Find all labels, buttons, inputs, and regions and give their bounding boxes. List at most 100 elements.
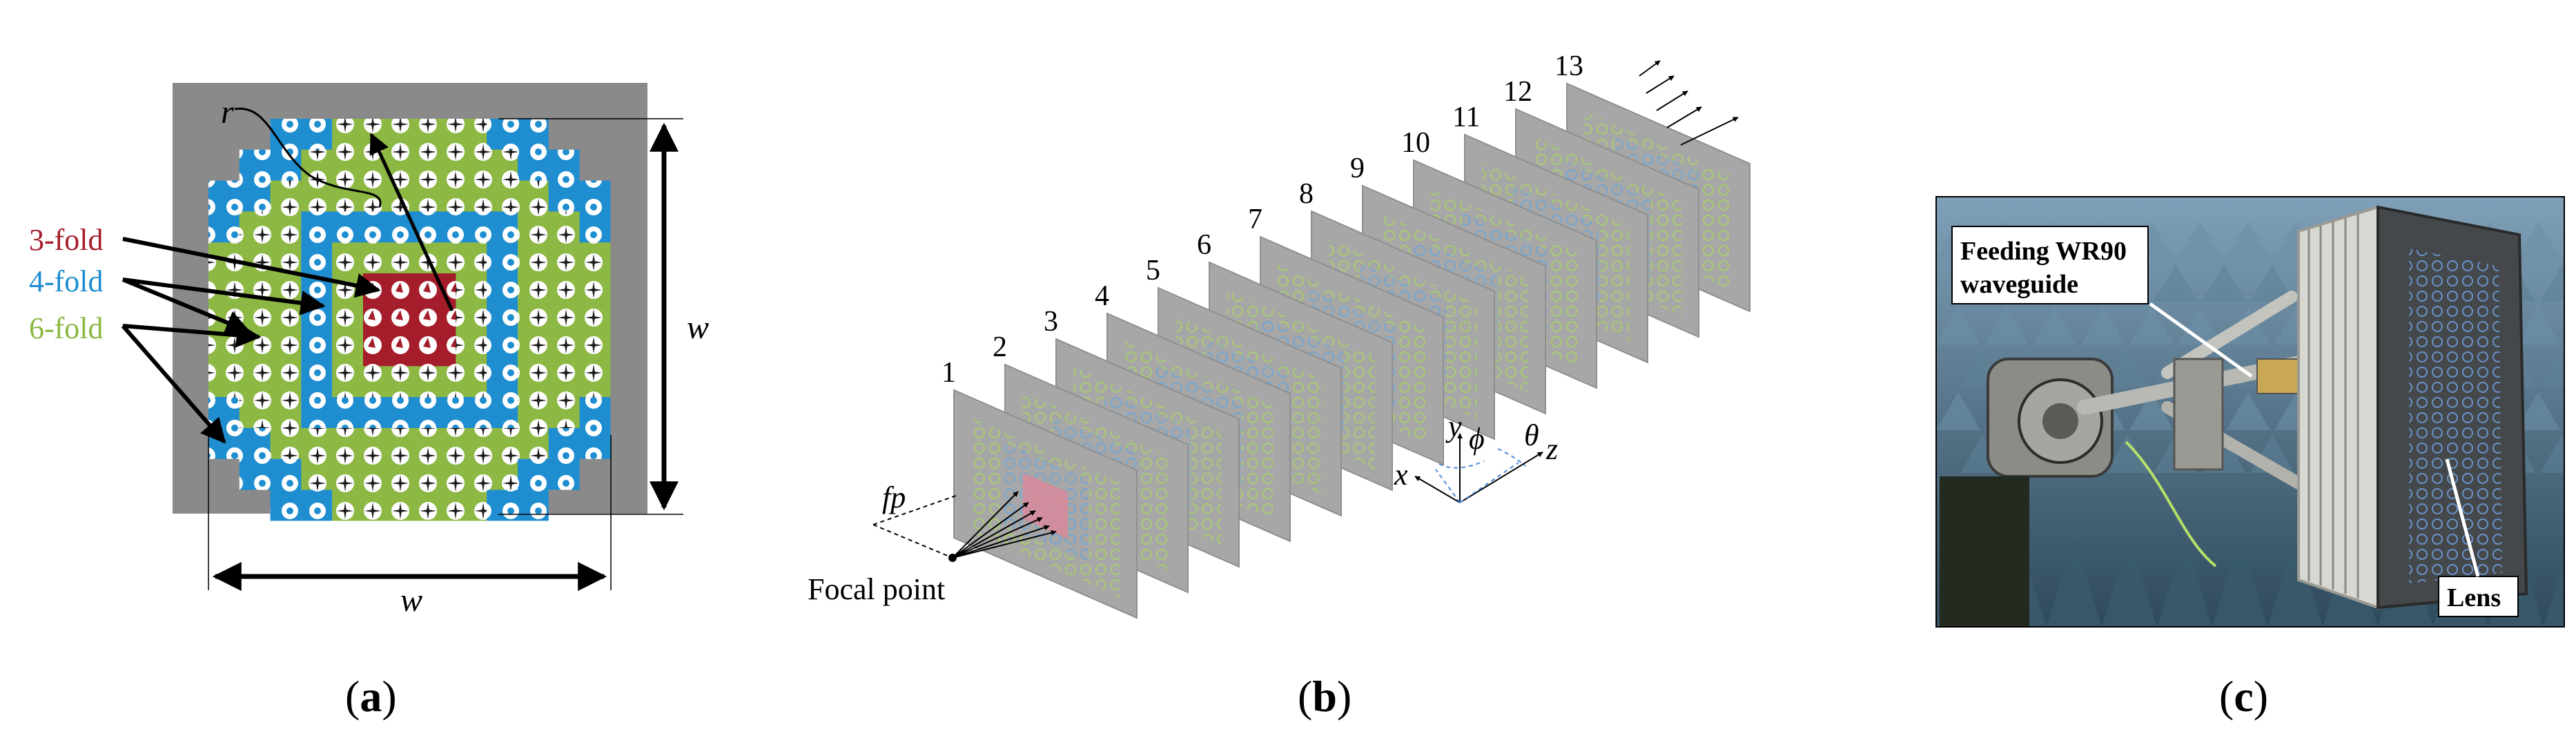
absorber-cone bbox=[2226, 221, 2270, 259]
panel-c: Feeding WR90 waveguide Lens (c) bbox=[1935, 196, 2576, 721]
lens-cell bbox=[332, 242, 363, 273]
layer-number: 1 bbox=[941, 357, 956, 389]
absorber-cone bbox=[2564, 392, 2576, 430]
absorber-cone bbox=[2105, 435, 2149, 473]
lens-cell bbox=[456, 273, 487, 304]
label-fp: fp bbox=[882, 480, 906, 514]
legend-4-fold: 4-fold bbox=[29, 264, 104, 298]
lens-cell bbox=[363, 397, 394, 428]
lens-cell bbox=[518, 428, 549, 459]
lens-cell bbox=[548, 366, 580, 398]
lens-cell bbox=[363, 211, 394, 243]
r-arrow bbox=[369, 133, 454, 312]
label-w-right: w bbox=[687, 309, 709, 346]
lens-cell bbox=[208, 366, 240, 398]
lens-cell bbox=[456, 304, 487, 336]
absorber-cone bbox=[2154, 264, 2198, 302]
arrow-4-fold-b bbox=[121, 278, 251, 335]
wr90-waveguide bbox=[2256, 358, 2299, 394]
lens-cell bbox=[393, 397, 425, 428]
lens-cell bbox=[208, 273, 240, 304]
lens-cell bbox=[518, 149, 549, 181]
absorber-cone bbox=[1936, 392, 1980, 430]
lens-cell bbox=[425, 335, 456, 367]
lens-cell bbox=[487, 304, 518, 336]
lens-cell bbox=[239, 366, 271, 398]
absorber-cone bbox=[2540, 435, 2564, 473]
lens-cell bbox=[332, 366, 363, 398]
lens-cell bbox=[270, 397, 302, 428]
label-focal-point: Focal point bbox=[808, 572, 945, 606]
lens-cell bbox=[579, 304, 611, 336]
lens-cell bbox=[393, 489, 425, 521]
lens-cell bbox=[425, 489, 456, 521]
lens-cell bbox=[270, 335, 302, 367]
lens-cell bbox=[487, 273, 518, 304]
layer-number: 13 bbox=[1554, 50, 1583, 82]
layer-number: 8 bbox=[1299, 178, 1314, 210]
axis-z-label: z bbox=[1545, 432, 1558, 466]
lens-cell bbox=[301, 149, 333, 181]
lens-cell bbox=[393, 366, 425, 398]
lens-cell bbox=[548, 304, 580, 336]
lens-cell bbox=[393, 428, 425, 459]
absorber-cone bbox=[2129, 392, 2174, 430]
lens-cell bbox=[332, 489, 363, 521]
lens-cell bbox=[425, 242, 456, 273]
lens-cell bbox=[456, 211, 487, 243]
lens-cell bbox=[425, 180, 456, 212]
lens-cell bbox=[548, 458, 580, 490]
lens-cell bbox=[332, 304, 363, 336]
layer-number: 5 bbox=[1146, 255, 1160, 287]
caption-a: (a) bbox=[345, 672, 397, 721]
absorber-cone bbox=[2516, 221, 2560, 259]
focal-rays bbox=[872, 491, 1057, 562]
axis-phi-label: ϕ bbox=[1469, 422, 1485, 456]
lens-cell bbox=[456, 428, 487, 459]
lens-cell bbox=[487, 366, 518, 398]
lens-cell bbox=[548, 211, 580, 243]
lens-cell bbox=[270, 180, 302, 212]
panel-a: r w w 3-fold 4-fold 6-fold (a) bbox=[29, 83, 709, 721]
layer-number: 10 bbox=[1401, 127, 1430, 159]
layer-number: 6 bbox=[1197, 229, 1211, 261]
lens-cell bbox=[425, 149, 456, 181]
lens-cell bbox=[301, 211, 333, 243]
lens-cell bbox=[456, 489, 487, 521]
lens-cell bbox=[579, 211, 611, 243]
layer-number: 3 bbox=[1044, 306, 1058, 338]
axis-theta-label: θ bbox=[1524, 418, 1539, 452]
lens-cell bbox=[270, 211, 302, 243]
absorber-cone bbox=[2178, 307, 2222, 344]
lens-cell bbox=[456, 180, 487, 212]
lens-cell bbox=[548, 273, 580, 304]
lens-cell bbox=[518, 119, 549, 150]
lens-cell bbox=[332, 397, 363, 428]
absorber-cone bbox=[2250, 264, 2294, 302]
lens-cell bbox=[518, 304, 549, 336]
lens-cell bbox=[548, 397, 580, 428]
lens-cell bbox=[425, 458, 456, 490]
callout-lens-box bbox=[2438, 576, 2519, 617]
lens-cell bbox=[487, 211, 518, 243]
lens-cell bbox=[239, 397, 271, 428]
absorber-cone bbox=[2516, 307, 2560, 344]
lens-cell bbox=[270, 149, 302, 181]
caption-c: (c) bbox=[2219, 672, 2268, 721]
lens-cell bbox=[332, 149, 363, 181]
lens-cell bbox=[579, 335, 611, 367]
lens-cell bbox=[301, 366, 333, 398]
lens-cell bbox=[332, 211, 363, 243]
coordinate-axes bbox=[1414, 433, 1543, 503]
absorber-cone bbox=[2226, 392, 2270, 430]
absorber-cone bbox=[2178, 221, 2222, 259]
lens-cell bbox=[332, 180, 363, 212]
lens-cell bbox=[456, 458, 487, 490]
lens-cell bbox=[208, 180, 240, 212]
lens-cell bbox=[518, 366, 549, 398]
lens-cell bbox=[301, 489, 333, 521]
lens-stack-side bbox=[2297, 205, 2379, 610]
legend-3-fold: 3-fold bbox=[29, 223, 104, 257]
lens-cell bbox=[487, 397, 518, 428]
